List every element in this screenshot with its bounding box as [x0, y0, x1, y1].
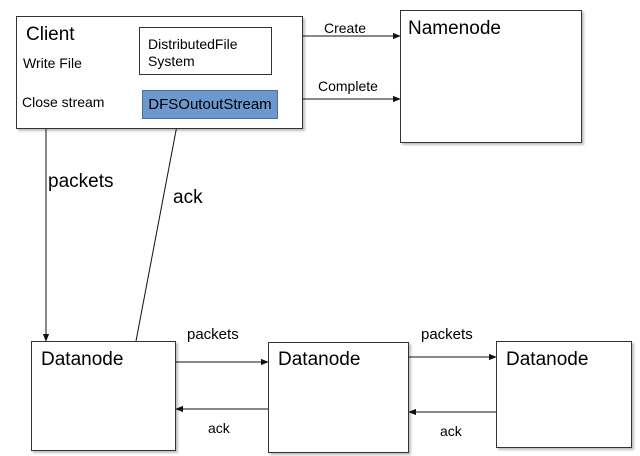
- dfs-output-stream-box: DFSOutoutStream: [142, 90, 278, 119]
- packets-label-1: packets: [187, 326, 239, 343]
- dfs-output-stream-label: DFSOutoutStream: [148, 96, 272, 113]
- datanode-box-2: [268, 342, 409, 453]
- datanode-title-1: Datanode: [41, 349, 124, 370]
- distributed-file-system-label-line2: System: [148, 53, 195, 69]
- ack-up-label: ack: [173, 187, 203, 208]
- datanode-box-3: [496, 341, 632, 448]
- packets-down-label: packets: [48, 171, 114, 192]
- create-label: Create: [324, 20, 367, 36]
- distributed-file-system-label-line1: DistributedFile: [148, 36, 238, 52]
- namenode-title: Namenode: [408, 18, 501, 39]
- write-file-label: Write File: [23, 55, 82, 71]
- close-stream-label: Close stream: [22, 94, 105, 110]
- datanode-box-1: [31, 341, 176, 451]
- datanode-title-2: Datanode: [278, 349, 361, 370]
- complete-label: Complete: [318, 78, 378, 94]
- datanode-title-3: Datanode: [506, 349, 589, 370]
- ack-up-arrow: [135, 119, 180, 342]
- ack-label-1: ack: [208, 420, 230, 436]
- namenode-box: [400, 10, 582, 143]
- client-title: Client: [26, 24, 75, 45]
- packets-label-2: packets: [421, 326, 473, 343]
- ack-label-2: ack: [440, 423, 462, 439]
- distributed-file-system-box: DistributedFile System: [139, 27, 272, 75]
